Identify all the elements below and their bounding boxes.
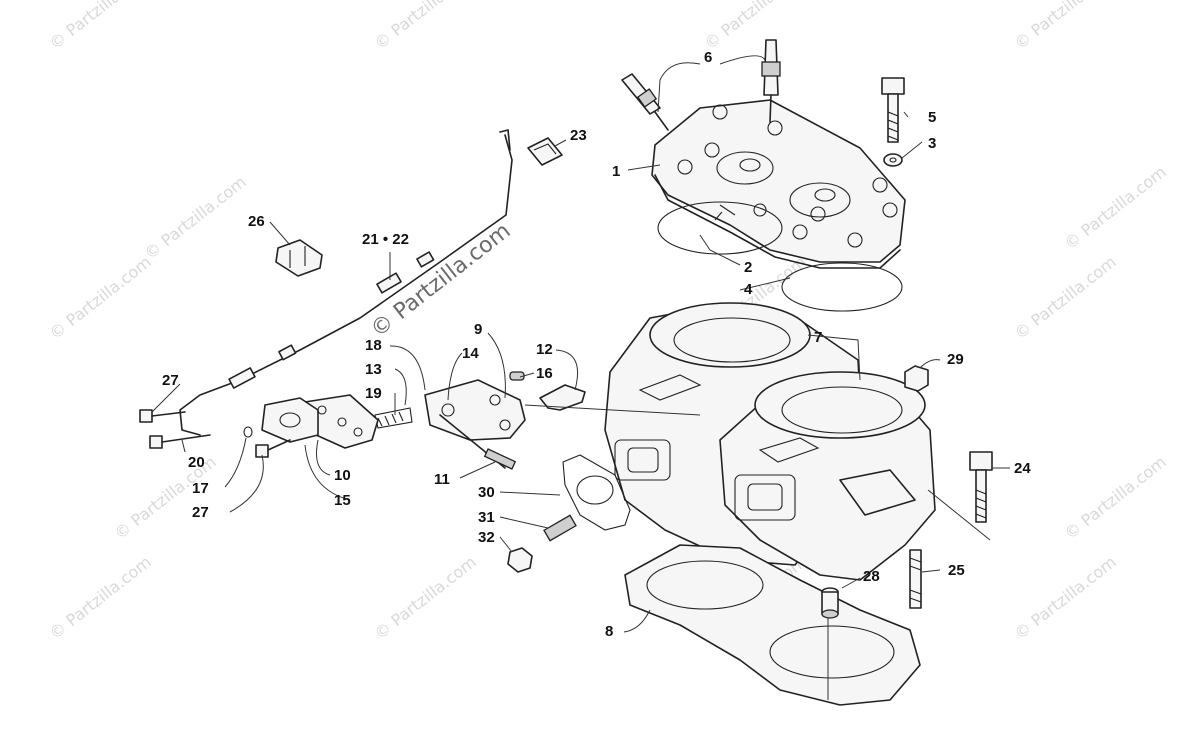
callout-3: 3 bbox=[928, 135, 936, 152]
cable-clip[interactable] bbox=[527, 137, 563, 166]
spark-plugs[interactable] bbox=[621, 39, 781, 131]
watermark-tile: © Partzilla.com bbox=[1011, 252, 1120, 343]
callout-18: 18 bbox=[365, 337, 382, 354]
valve-bracket[interactable] bbox=[509, 371, 586, 411]
callout-9: 9 bbox=[474, 321, 482, 338]
callout-labels: 1 2 3 4 5 6 7 8 9 10 11 12 13 14 15 16 1… bbox=[162, 49, 1031, 640]
callout-16: 16 bbox=[536, 365, 553, 382]
callout-30: 30 bbox=[478, 484, 495, 501]
callout-10: 10 bbox=[334, 467, 351, 484]
callout-14: 14 bbox=[462, 345, 479, 362]
callout-19: 19 bbox=[365, 385, 382, 402]
cylinder-head[interactable] bbox=[651, 99, 906, 269]
callout-7: 7 bbox=[814, 329, 822, 346]
callout-32: 32 bbox=[478, 529, 495, 546]
head-gasket-rings[interactable] bbox=[657, 201, 903, 312]
callout-13: 13 bbox=[365, 361, 382, 378]
watermark-tile: © Partzilla.com bbox=[701, 0, 810, 53]
callout-11: 11 bbox=[434, 471, 450, 488]
cable-holder[interactable] bbox=[275, 239, 323, 277]
callout-26: 26 bbox=[248, 213, 265, 230]
exhaust-valve-cable[interactable] bbox=[179, 129, 513, 436]
callout-21-22: 21 • 22 bbox=[362, 231, 409, 248]
exhaust-valve-housing[interactable] bbox=[374, 379, 526, 470]
callout-15: 15 bbox=[334, 492, 351, 509]
watermark-tile: © Partzilla.com bbox=[1011, 0, 1120, 53]
exhaust-valve-cover[interactable] bbox=[261, 394, 379, 449]
callout-29: 29 bbox=[947, 351, 964, 368]
head-bolt[interactable] bbox=[881, 77, 905, 167]
callout-1: 1 bbox=[612, 163, 620, 180]
callout-4: 4 bbox=[744, 281, 753, 298]
leader-lines bbox=[151, 55, 1010, 700]
watermark-tile: © Partzilla.com bbox=[371, 552, 480, 643]
callout-20: 20 bbox=[188, 454, 205, 471]
callout-17: 17 bbox=[192, 480, 209, 497]
callout-25: 25 bbox=[948, 562, 965, 579]
watermark-tile: © Partzilla.com bbox=[1011, 552, 1120, 643]
callout-23: 23 bbox=[570, 127, 587, 144]
callout-2: 2 bbox=[744, 259, 752, 276]
watermark-tile: © Partzilla.com bbox=[1061, 452, 1170, 543]
exhaust-flange-hardware[interactable] bbox=[507, 454, 631, 573]
watermark-tile: © Partzilla.com bbox=[46, 0, 155, 53]
base-gasket[interactable] bbox=[624, 544, 921, 706]
callout-24: 24 bbox=[1014, 460, 1031, 477]
cylinder-fasteners[interactable] bbox=[821, 365, 993, 619]
watermark-tile: © Partzilla.com bbox=[141, 172, 250, 263]
watermark-tile: © Partzilla.com bbox=[371, 0, 480, 53]
callout-8: 8 bbox=[605, 623, 613, 640]
callout-5: 5 bbox=[928, 109, 936, 126]
callout-6: 6 bbox=[704, 49, 712, 66]
cover-screws[interactable] bbox=[139, 409, 291, 458]
callout-27-top: 27 bbox=[162, 372, 179, 389]
callout-31: 31 bbox=[478, 509, 495, 526]
watermark-tile: © Partzilla.com bbox=[1061, 162, 1170, 253]
watermark-tile: © Partzilla.com bbox=[46, 552, 155, 643]
callout-27-bottom: 27 bbox=[192, 504, 209, 521]
watermark-tile: © Partzilla.com bbox=[46, 252, 155, 343]
callout-28: 28 bbox=[863, 568, 880, 585]
watermark-layer: © Partzilla.com© Partzilla.com© Partzill… bbox=[46, 0, 1170, 643]
cylinder-block[interactable] bbox=[604, 302, 936, 581]
callout-12: 12 bbox=[536, 341, 553, 358]
